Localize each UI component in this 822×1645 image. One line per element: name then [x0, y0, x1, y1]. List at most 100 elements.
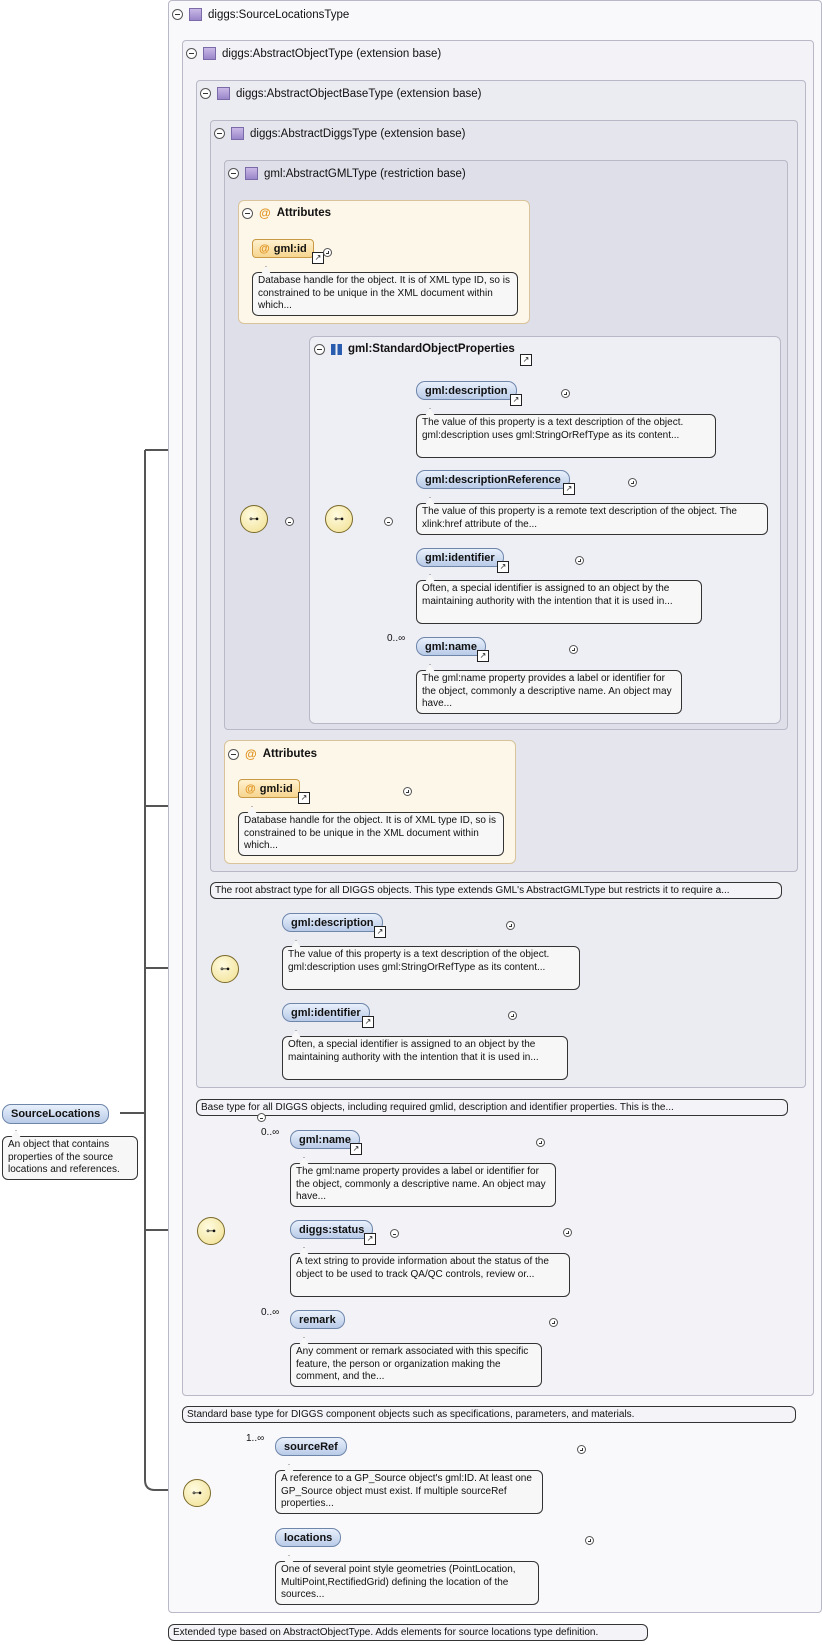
collapse-icon[interactable] [200, 88, 211, 99]
expand-icon[interactable] [561, 389, 571, 398]
element-doc: One of several point style geometries (P… [275, 1561, 539, 1605]
expand-icon[interactable] [507, 1011, 517, 1020]
element-source-ref[interactable]: sourceRef [275, 1437, 347, 1456]
expand-icon[interactable] [627, 478, 637, 487]
element-gml-description-reference[interactable]: gml:descriptionReference [416, 470, 570, 489]
cardinality-label: 0..∞ [387, 633, 406, 644]
complex-type-icon [217, 87, 230, 100]
group-icon [331, 343, 342, 355]
expand-icon[interactable] [576, 1445, 586, 1454]
cardinality-label: 0..∞ [261, 1127, 280, 1138]
type-header-abstract-diggs: diggs:AbstractDiggsType (extension base) [214, 127, 465, 140]
root-element-source-locations[interactable]: SourceLocations [2, 1104, 110, 1124]
complex-type-icon [189, 8, 202, 21]
element-remark[interactable]: remark [290, 1310, 345, 1329]
collapse-icon[interactable] [314, 343, 325, 355]
element-gml-name[interactable]: gml:name [290, 1130, 360, 1149]
collapse-icon[interactable] [172, 9, 183, 20]
collapse-icon[interactable] [228, 748, 239, 760]
attribute-doc: Database handle for the object. It is of… [238, 812, 504, 856]
type-header-abstract-object: diggs:AbstractObjectType (extension base… [186, 47, 441, 60]
attribute-icon: @ [259, 243, 270, 255]
attribute-gml-id-outer[interactable]: @gml:id [238, 779, 300, 798]
element-gml-identifier[interactable]: gml:identifier [282, 1003, 370, 1022]
element-doc: A reference to a GP_Source object's gml:… [275, 1470, 543, 1514]
type-title: diggs:AbstractDiggsType (extension base) [250, 127, 466, 140]
type-title: diggs:SourceLocationsType [208, 8, 350, 21]
reference-arrow-icon: ↗ [497, 561, 509, 573]
type-header-source-locations: diggs:SourceLocationsType [172, 8, 349, 21]
type-title: diggs:AbstractObjectBaseType (extension … [236, 87, 482, 100]
attribute-doc: Database handle for the object. It is of… [252, 272, 518, 316]
sequence-compositor-icon[interactable]: ⊶ [240, 505, 268, 533]
element-doc: The value of this property is a remote t… [416, 503, 768, 535]
sequence-compositor-icon[interactable]: ⊶ [197, 1217, 225, 1245]
reference-arrow-icon: ↗ [312, 252, 324, 264]
reference-arrow-icon: ↗ [510, 394, 522, 406]
std-props-header: gml:StandardObjectProperties [314, 343, 515, 355]
cardinality-label: 0..∞ [261, 1307, 280, 1318]
element-gml-name[interactable]: gml:name [416, 637, 486, 656]
expand-icon[interactable] [535, 1138, 545, 1147]
cardinality-label: 1..∞ [246, 1433, 265, 1444]
collapse-icon[interactable] [214, 128, 225, 139]
attribute-icon: @ [245, 747, 257, 761]
sequence-compositor-icon[interactable]: ⊶ [211, 955, 239, 983]
reference-arrow-icon: ↗ [362, 1016, 374, 1028]
attributes-title: Attributes [262, 748, 318, 760]
std-props-title: gml:StandardObjectProperties [348, 343, 515, 355]
expand-icon[interactable] [568, 645, 578, 654]
expand-icon[interactable] [548, 1318, 558, 1327]
type-doc-abstract-object-base: Base type for all DIGGS objects, includi… [196, 1099, 788, 1116]
expand-icon[interactable] [403, 787, 413, 796]
collapse-icon[interactable] [383, 517, 393, 526]
type-title: gml:AbstractGMLType (restriction base) [264, 167, 466, 180]
expand-icon[interactable] [506, 921, 516, 930]
type-doc-abstract-object: Standard base type for DIGGS component o… [182, 1406, 796, 1423]
type-title: diggs:AbstractObjectType (extension base… [222, 47, 442, 60]
collapse-icon[interactable] [390, 1229, 400, 1238]
reference-arrow-icon: ↗ [298, 792, 310, 804]
expand-icon[interactable] [575, 556, 585, 565]
type-doc-source-locations: Extended type based on AbstractObjectTyp… [168, 1624, 648, 1641]
collapse-icon[interactable] [186, 48, 197, 59]
type-header-abstract-gml: gml:AbstractGMLType (restriction base) [228, 167, 466, 180]
element-diggs-status[interactable]: diggs:status [290, 1220, 374, 1239]
attributes-header-outer: @ Attributes [228, 747, 317, 761]
expand-icon[interactable] [323, 248, 332, 257]
attributes-header-inner: @ Attributes [242, 206, 331, 220]
attribute-icon: @ [245, 783, 256, 795]
element-locations[interactable]: locations [275, 1528, 342, 1547]
element-gml-description[interactable]: gml:description [416, 381, 517, 400]
attribute-name: gml:id [259, 783, 293, 795]
complex-type-icon [245, 167, 258, 180]
expand-icon[interactable] [585, 1536, 595, 1545]
collapse-icon[interactable] [285, 517, 295, 526]
attributes-title: Attributes [276, 207, 332, 219]
type-doc-abstract-diggs: The root abstract type for all DIGGS obj… [210, 882, 782, 899]
sequence-compositor-icon[interactable]: ⊶ [183, 1479, 211, 1507]
collapse-icon[interactable] [228, 168, 239, 179]
element-doc: The value of this property is a text des… [282, 946, 580, 990]
element-doc: The value of this property is a text des… [416, 414, 716, 458]
reference-arrow-icon: ↗ [374, 926, 386, 938]
sequence-compositor-icon[interactable]: ⊶ [325, 505, 353, 533]
root-doc: An object that contains properties of th… [2, 1136, 138, 1180]
element-doc: Often, a special identifier is assigned … [416, 580, 702, 624]
attribute-icon: @ [259, 206, 271, 220]
element-gml-description[interactable]: gml:description [282, 913, 383, 932]
expand-icon[interactable] [563, 1228, 573, 1237]
type-header-abstract-object-base: diggs:AbstractObjectBaseType (extension … [200, 87, 481, 100]
element-doc: Often, a special identifier is assigned … [282, 1036, 568, 1080]
attribute-gml-id-inner[interactable]: @gml:id [252, 239, 314, 258]
complex-type-icon [231, 127, 244, 140]
element-doc: A text string to provide information abo… [290, 1253, 570, 1297]
element-gml-identifier[interactable]: gml:identifier [416, 548, 504, 567]
reference-arrow-icon: ↗ [350, 1143, 362, 1155]
complex-type-icon [203, 47, 216, 60]
element-doc: Any comment or remark associated with th… [290, 1343, 542, 1387]
reference-arrow-icon: ↗ [477, 650, 489, 662]
reference-arrow-icon: ↗ [520, 354, 532, 366]
collapse-icon[interactable] [242, 207, 253, 219]
collapse-icon[interactable] [256, 1113, 266, 1122]
